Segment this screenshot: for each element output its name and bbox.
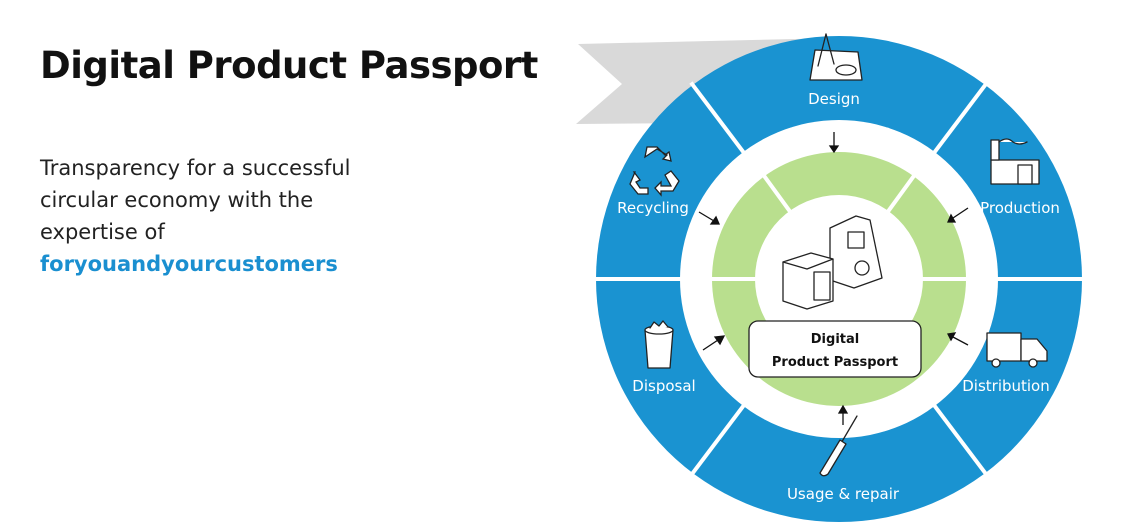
arrow-icon	[828, 132, 840, 154]
divider-line	[689, 81, 746, 155]
intro-line: expertise of	[40, 220, 165, 244]
arrow-icon	[947, 332, 969, 346]
factory-icon	[990, 138, 1040, 185]
intro-line: Transparency for a successful	[40, 156, 351, 180]
compass-drawing-icon	[809, 33, 863, 81]
divider-line	[886, 174, 916, 214]
stage-label-disposal: Disposal	[632, 377, 695, 395]
stage-label-recycling: Recycling	[617, 199, 689, 217]
center-label-line2: Product Passport	[772, 355, 898, 370]
divider-line	[932, 81, 989, 155]
stage-label-distribution: Distribution	[962, 377, 1050, 395]
truck-icon	[986, 332, 1048, 368]
trash-bin-icon	[644, 320, 674, 369]
center-label-line1: Digital	[811, 332, 859, 347]
brand-link[interactable]: foryouandyourcustomers	[40, 252, 338, 276]
segment-dividers	[593, 81, 1085, 477]
arrow-icon	[702, 335, 726, 351]
divider-line	[932, 403, 989, 477]
arrow-icon	[947, 207, 969, 223]
intro-text: Transparency for a successful circular e…	[40, 152, 400, 280]
stage-label-production: Production	[980, 199, 1060, 217]
arrow-icon	[698, 211, 720, 225]
flow-arrows	[698, 132, 969, 425]
intro-line: circular economy with the	[40, 188, 314, 212]
product-box-icon	[782, 215, 883, 310]
stage-label-usage-repair: Usage & repair	[787, 485, 900, 503]
stage-label-design: Design	[808, 90, 860, 108]
divider-line	[762, 174, 792, 214]
arrow-icon	[837, 404, 849, 425]
divider-line	[689, 403, 746, 477]
recycle-icon	[629, 146, 680, 197]
page-title: Digital Product Passport	[40, 44, 538, 87]
center-label-box: Digital Product Passport	[748, 320, 922, 378]
screwdriver-icon	[819, 415, 858, 477]
